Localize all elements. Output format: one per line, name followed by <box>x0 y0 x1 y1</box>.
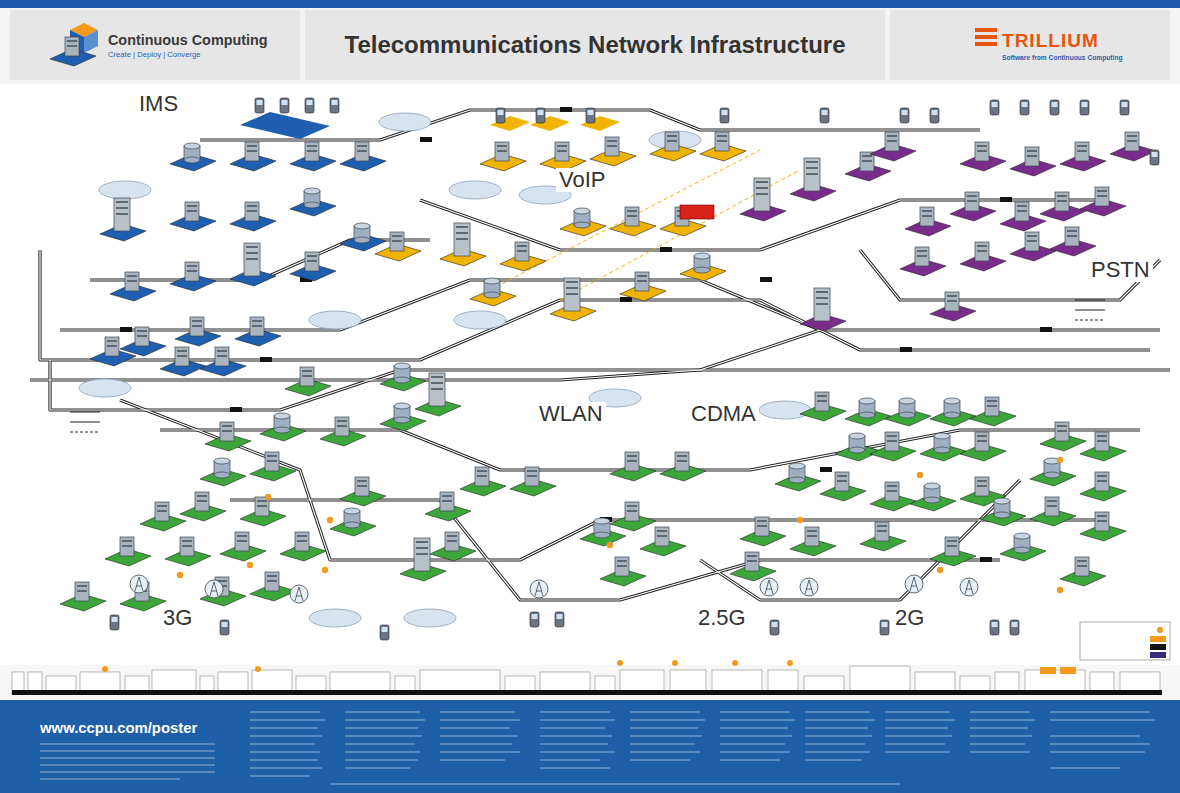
node-subtext: Create | Deploy | Converge <box>108 50 300 59</box>
node-heading: TRILLIUM <box>1002 30 1170 52</box>
network-links <box>30 110 1170 600</box>
trillium-panel: TRILLIUM Software from Continuous Computi… <box>890 10 1170 80</box>
region-label: CDMA <box>688 402 759 426</box>
region-label: 2G <box>892 606 927 630</box>
region-label: 2.5G <box>695 606 749 630</box>
region-label: IMS <box>136 92 181 116</box>
protocol-dots <box>177 457 1063 593</box>
ims-phones <box>255 98 339 113</box>
pstn-phones <box>900 100 1159 165</box>
radio-towers <box>130 575 978 603</box>
region-label: WLAN <box>536 402 606 426</box>
poster-title: Telecommunications Network Infrastructur… <box>345 31 846 59</box>
voip-phones <box>496 108 829 123</box>
firewall <box>680 205 714 219</box>
node-subtext: Software from Continuous Computing <box>1002 54 1170 61</box>
footer-band: www.ccpu.com/poster <box>0 700 1180 793</box>
protocol-stacks <box>0 660 1180 700</box>
pstn-platforms <box>740 132 1156 331</box>
clouds <box>79 113 811 627</box>
title-panel: Telecommunications Network Infrastructur… <box>305 10 885 80</box>
header <box>0 0 1180 84</box>
legend-samples <box>70 300 1170 660</box>
node-heading: Continuous Computing <box>108 32 300 48</box>
region-label: VoIP <box>556 168 608 192</box>
link-tags <box>120 107 1052 562</box>
region-label: 3G <box>160 606 195 630</box>
wireless-platforms <box>60 363 1126 611</box>
logo-panel: Continuous ComputingCreate | Deploy | Co… <box>10 10 300 80</box>
voip-platforms <box>375 116 746 321</box>
mobile-phones <box>110 612 1019 640</box>
region-label: PSTN <box>1088 258 1153 282</box>
ims-platforms <box>50 37 386 376</box>
node-heading: www.ccpu.com/poster <box>40 720 1180 736</box>
footer <box>0 700 1180 793</box>
